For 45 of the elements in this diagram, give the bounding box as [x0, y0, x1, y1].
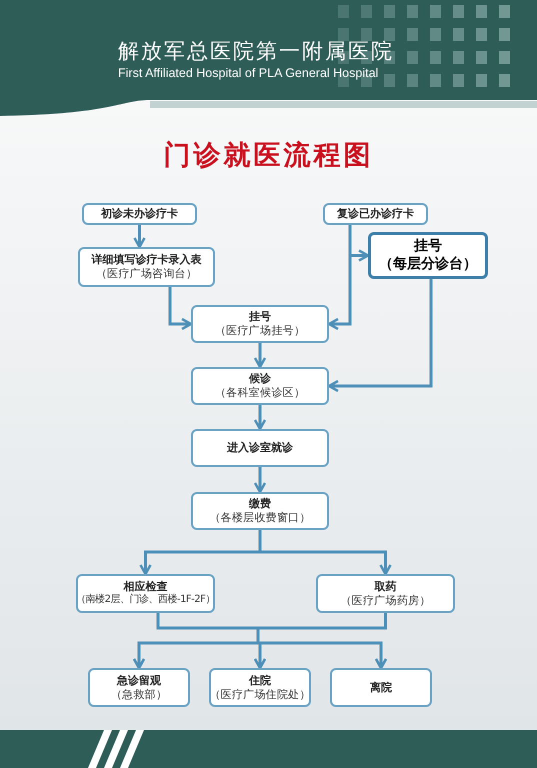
process-box [368, 232, 488, 279]
arrow [328, 279, 432, 392]
arrow [254, 343, 266, 368]
step-title: 详细填写诊疗卡录入表 [92, 253, 202, 267]
step-location: （医疗广场药房） [340, 594, 431, 608]
step-title: 缴费 [249, 497, 271, 511]
hospital-name-english: First Affiliated Hospital of PLA General Hospital [118, 65, 380, 82]
process-box [78, 247, 215, 287]
step-location: （医疗广场咨询台） [96, 267, 198, 281]
process-box [76, 574, 215, 613]
process-box [191, 305, 329, 343]
arrow [254, 405, 266, 430]
step-title: 住院 [249, 674, 271, 688]
step-title: 离院 [370, 680, 392, 694]
process-box [323, 203, 428, 225]
step-title: 急诊留观 [117, 674, 161, 688]
step-location: （急救部） [110, 688, 168, 702]
process-box [316, 574, 455, 613]
step-title: 挂号 [414, 238, 442, 256]
process-box [88, 668, 190, 707]
process-box [209, 668, 311, 707]
arrow [133, 225, 146, 248]
step-title: 复诊已办诊疗卡 [337, 207, 414, 221]
step-title: 初诊未办诊疗卡 [101, 207, 178, 221]
process-box [330, 668, 432, 707]
step-location: （每层分诊台） [379, 256, 477, 273]
arrow [258, 530, 392, 576]
step-location: （各科室候诊区） [214, 386, 306, 400]
step-title: 候诊 [249, 372, 271, 386]
step-title: 挂号 [249, 310, 271, 324]
step-title: 进入诊室就诊 [227, 441, 293, 455]
step-location: （各楼层收费窗口） [209, 511, 311, 525]
step-location: （医疗广场挂号） [214, 324, 306, 338]
process-box [82, 203, 197, 225]
step-title: 取药 [374, 580, 396, 594]
step-location: （南楼2层、门诊、西楼-1F-2F） [76, 594, 215, 607]
diagram-title: 门诊就医流程图 [162, 139, 374, 173]
step-location: （医疗广场住院处） [209, 688, 311, 702]
arrow [254, 467, 266, 494]
step-title: 相应检查 [124, 580, 168, 594]
process-box [191, 367, 329, 405]
arrow [168, 287, 192, 330]
process-box [191, 429, 329, 467]
hospital-name: 解放军总医院第一附属医院 [118, 38, 394, 64]
process-box [191, 492, 329, 530]
